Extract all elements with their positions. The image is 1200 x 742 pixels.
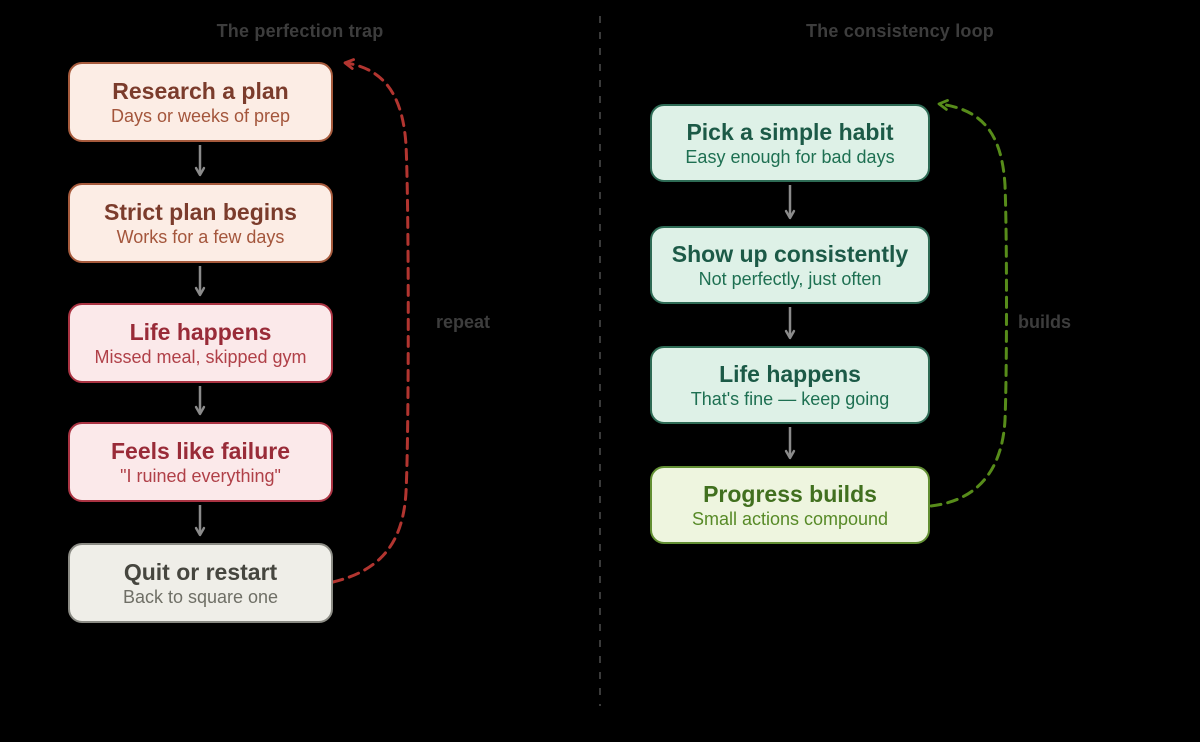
box-title: Feels like failure [111, 437, 290, 464]
box-title: Progress builds [703, 480, 877, 507]
box-title: Strict plan begins [104, 198, 297, 225]
box-title: Quit or restart [123, 558, 278, 585]
box-subtitle: Missed meal, skipped gym [94, 346, 307, 367]
box-title: Research a plan [112, 77, 289, 104]
box-life-happens-left: Life happens Missed meal, skipped gym [68, 303, 333, 383]
builds-loop-label: builds [1018, 312, 1071, 332]
box-subtitle: "I ruined everything" [120, 465, 281, 486]
box-title: Pick a simple habit [686, 118, 894, 145]
box-research-a-plan: Research a plan Days or weeks of prep [68, 62, 333, 142]
box-life-happens-right: Life happens That's fine — keep going [650, 346, 930, 424]
box-strict-plan-begins: Strict plan begins Works for a few days [68, 183, 333, 263]
box-title: Show up consistently [671, 240, 909, 267]
right-panel-title: The consistency loop [805, 21, 995, 41]
box-subtitle: Days or weeks of prep [110, 105, 291, 126]
box-subtitle: Not perfectly, just often [698, 268, 882, 289]
box-quit-or-restart: Quit or restart Back to square one [68, 543, 333, 623]
box-progress-builds: Progress builds Small actions compound [650, 466, 930, 544]
box-show-up-consistently: Show up consistently Not perfectly, just… [650, 226, 930, 304]
box-feels-like-failure: Feels like failure "I ruined everything" [68, 422, 333, 502]
box-title: Life happens [129, 318, 272, 345]
left-panel-title: The perfection trap [216, 21, 384, 41]
builds-loop-arrow [929, 99, 1008, 508]
box-subtitle: Easy enough for bad days [685, 146, 895, 167]
box-title: Life happens [719, 360, 861, 387]
repeat-loop-arrow [331, 58, 410, 584]
box-subtitle: Small actions compound [691, 508, 889, 529]
box-subtitle: Works for a few days [116, 226, 285, 247]
box-subtitle: Back to square one [122, 586, 279, 607]
repeat-loop-label: repeat [436, 312, 491, 332]
box-pick-a-simple-habit: Pick a simple habit Easy enough for bad … [650, 104, 930, 182]
box-subtitle: That's fine — keep going [690, 388, 890, 409]
